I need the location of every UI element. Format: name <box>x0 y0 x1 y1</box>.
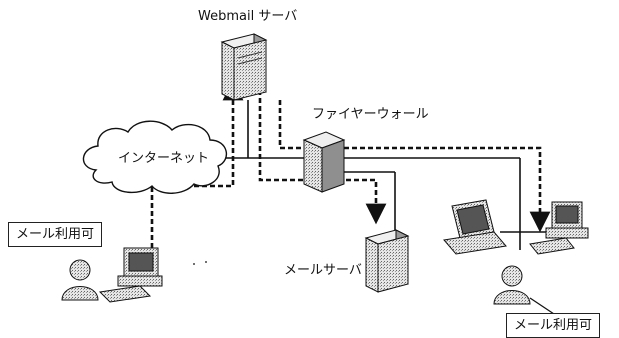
internet-cloud <box>82 120 228 194</box>
left-user-icon <box>61 259 99 301</box>
mail-user-left-label: メール利用可 <box>8 222 103 247</box>
right-user-icon <box>493 265 531 305</box>
network-links <box>200 100 548 250</box>
firewall-label: ファイヤーウォール <box>312 107 429 122</box>
webmail-server-icon <box>220 33 268 101</box>
internet-label: インターネット <box>118 151 210 166</box>
left-computer-icon <box>98 247 163 303</box>
mail-user-right-label: メール利用可 <box>506 313 601 338</box>
firewall-icon <box>302 131 346 193</box>
right-computer-icon <box>529 201 589 255</box>
mail-server-icon <box>364 229 410 293</box>
laptop-icon <box>443 199 507 255</box>
mail-server-label: メールサーバ <box>284 263 362 278</box>
stray-dots <box>193 261 207 265</box>
webmail-server-label: Webmail サーバ <box>198 9 298 24</box>
